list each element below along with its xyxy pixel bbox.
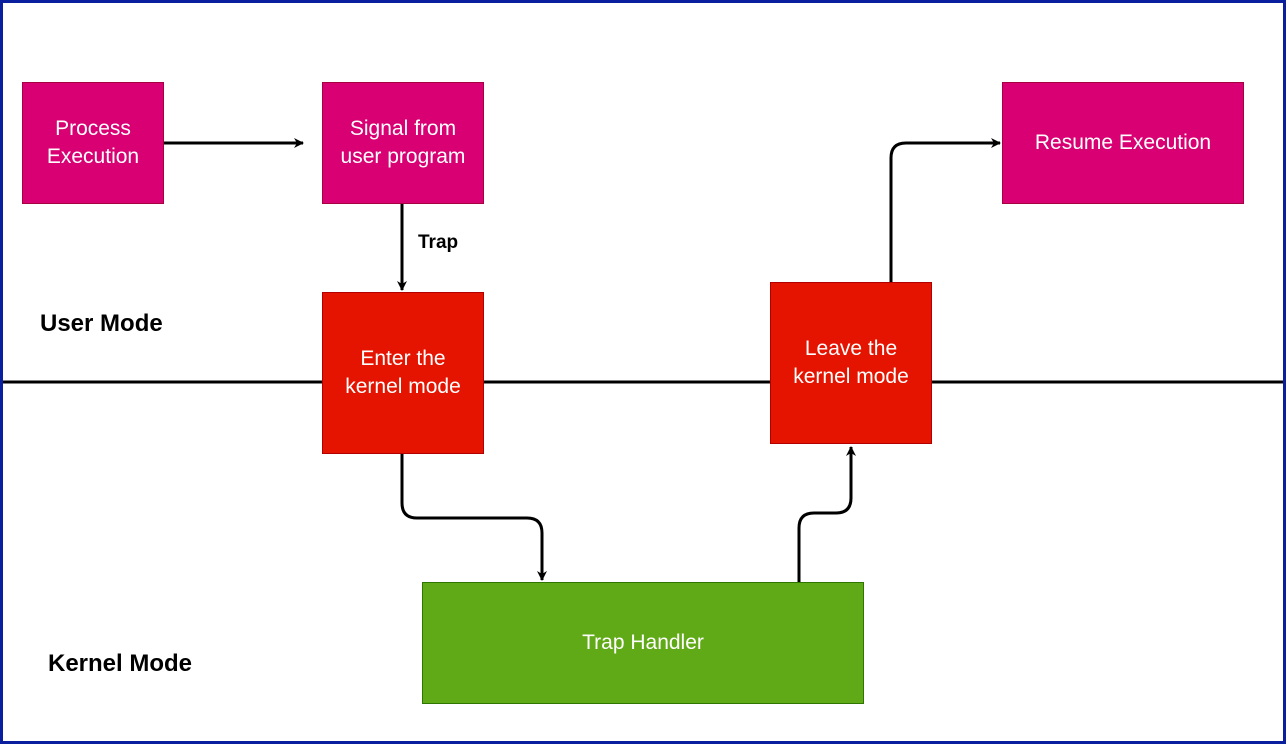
- signal-from-user-program-box: Signal from user program: [322, 82, 484, 204]
- arrow-leave-kernel-to-resume: [889, 138, 1001, 282]
- leave-kernel-mode-box: Leave the kernel mode: [770, 282, 932, 444]
- enter-kernel-mode-box: Enter the kernel mode: [322, 292, 484, 454]
- arrow-enter-kernel-to-trap-handler: [400, 453, 547, 581]
- kernel-mode-label: Kernel Mode: [48, 650, 193, 677]
- resume-execution-box: Resume Execution: [1002, 82, 1244, 204]
- trap-edge-label: Trap: [418, 232, 459, 253]
- trap-handler-box: Trap Handler: [422, 582, 864, 704]
- connector-layer: [3, 138, 1283, 583]
- user-mode-label: User Mode: [40, 310, 163, 337]
- process-execution-box: Process Execution: [22, 82, 164, 204]
- arrow-trap-handler-to-leave-kernel: [797, 446, 856, 583]
